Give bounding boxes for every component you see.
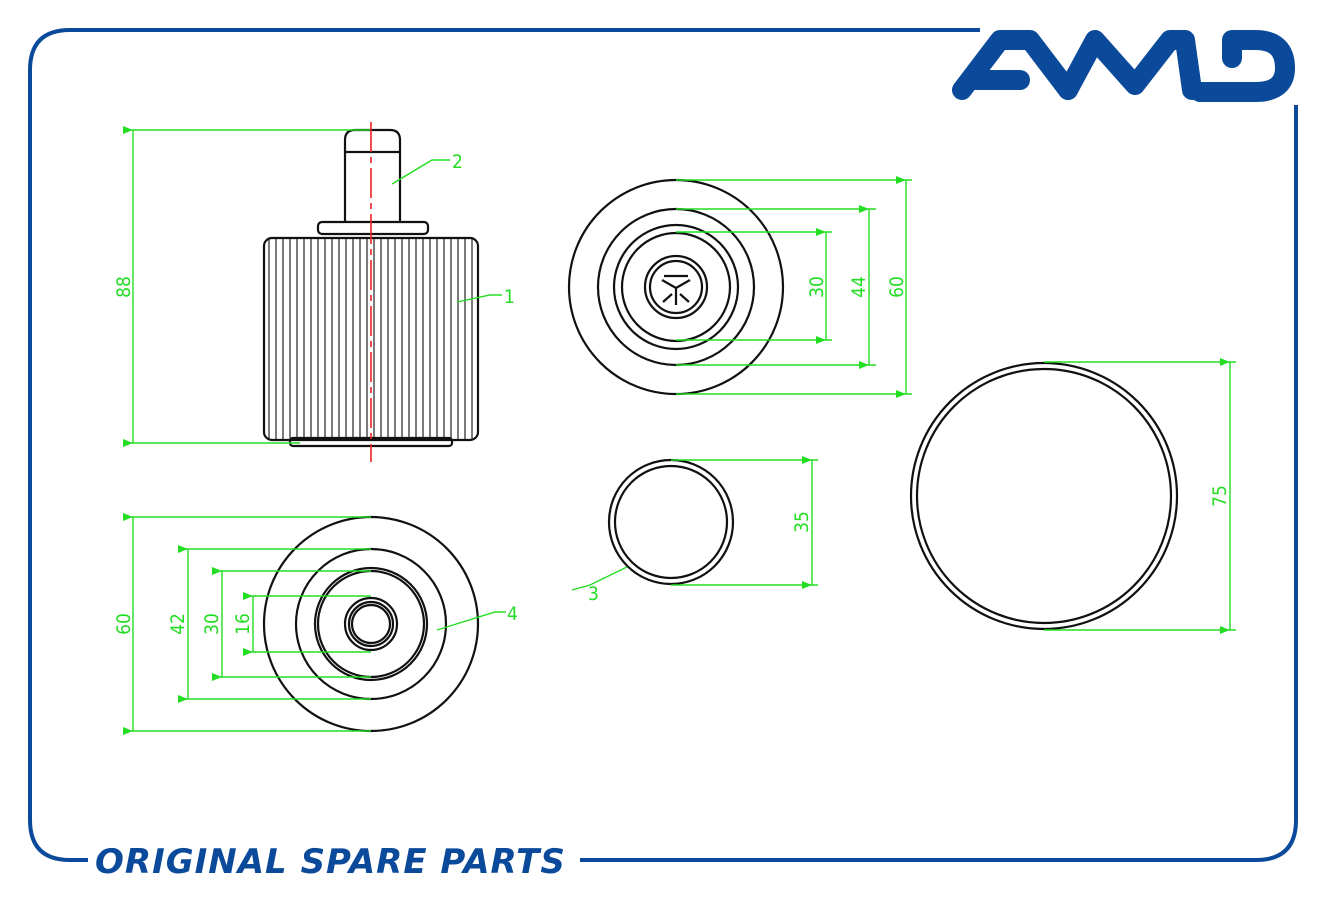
- ring-small: 35 3: [571, 456, 818, 605]
- dim-35: 35: [791, 511, 813, 533]
- callout-3: 3: [588, 583, 599, 605]
- dim-88: 88: [113, 276, 135, 298]
- side-view: 88 2 1: [113, 122, 515, 462]
- dim-30-bottom: 30: [201, 613, 223, 635]
- amd-logo: [952, 30, 1295, 102]
- dim-60-bottom: 60: [113, 613, 135, 635]
- callout-2: 2: [452, 151, 463, 173]
- dim-75: 75: [1209, 485, 1231, 507]
- dim-42: 42: [167, 613, 189, 635]
- tagline: ORIGINAL SPARE PARTS: [95, 842, 566, 882]
- callout-1: 1: [504, 286, 515, 308]
- dim-44: 44: [848, 276, 870, 298]
- dim-60-top: 60: [886, 276, 908, 298]
- dim-16: 16: [232, 613, 254, 635]
- frame-border: [28, 28, 1298, 862]
- end-view-bottom: 60 42 30 16 4: [113, 513, 518, 735]
- callout-4: 4: [507, 603, 518, 625]
- dim-30-top: 30: [806, 276, 828, 298]
- ring-large: 75: [909, 358, 1236, 634]
- end-view-top: 30 44 60: [567, 176, 912, 398]
